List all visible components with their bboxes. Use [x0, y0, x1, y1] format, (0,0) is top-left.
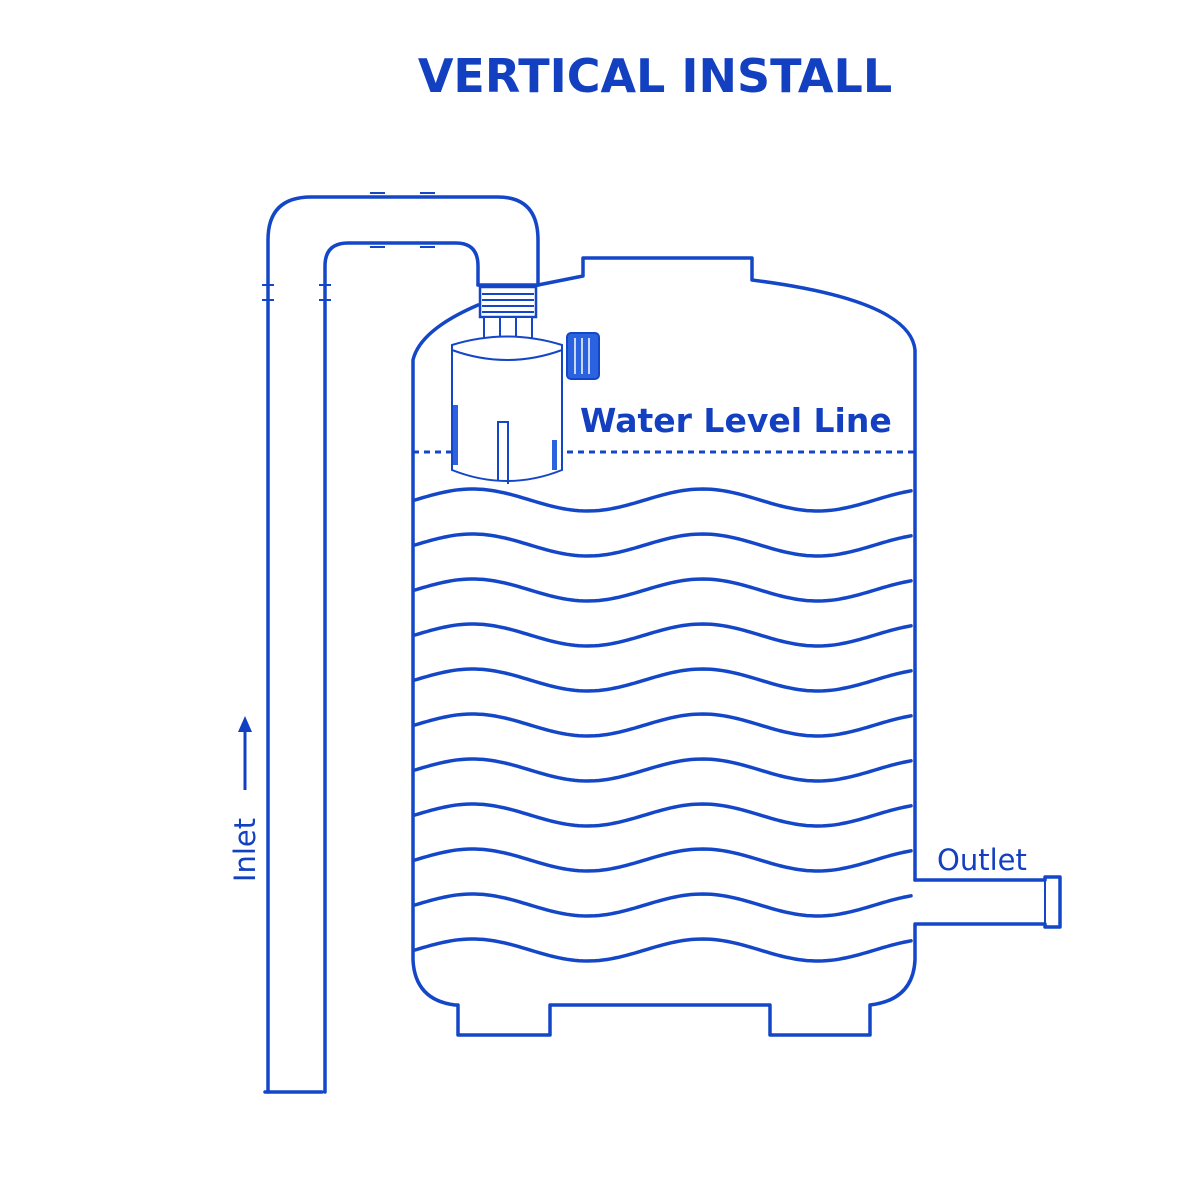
diagram-title: VERTICAL INSTALL [418, 49, 892, 103]
inlet-pipe [262, 192, 540, 1094]
wave-line [413, 847, 913, 873]
outlet-pipe [913, 875, 1062, 929]
wave-line [413, 667, 913, 693]
wave-line [413, 487, 913, 513]
float-valve [451, 285, 600, 484]
tank [411, 256, 917, 1037]
inlet-label: Inlet [228, 818, 262, 882]
wave-line [413, 577, 913, 603]
wave-line [413, 622, 913, 648]
wave-line [413, 532, 913, 558]
water-level-label: Water Level Line [580, 401, 892, 440]
wave-line [413, 757, 913, 783]
adjust-knob [566, 332, 600, 380]
wave-line [413, 892, 913, 918]
wave-line [413, 712, 913, 738]
water-waves [413, 487, 913, 963]
wave-line [413, 802, 913, 828]
wave-line [413, 937, 913, 963]
arrow-up-icon [238, 716, 252, 790]
outlet-label: Outlet [937, 843, 1027, 877]
